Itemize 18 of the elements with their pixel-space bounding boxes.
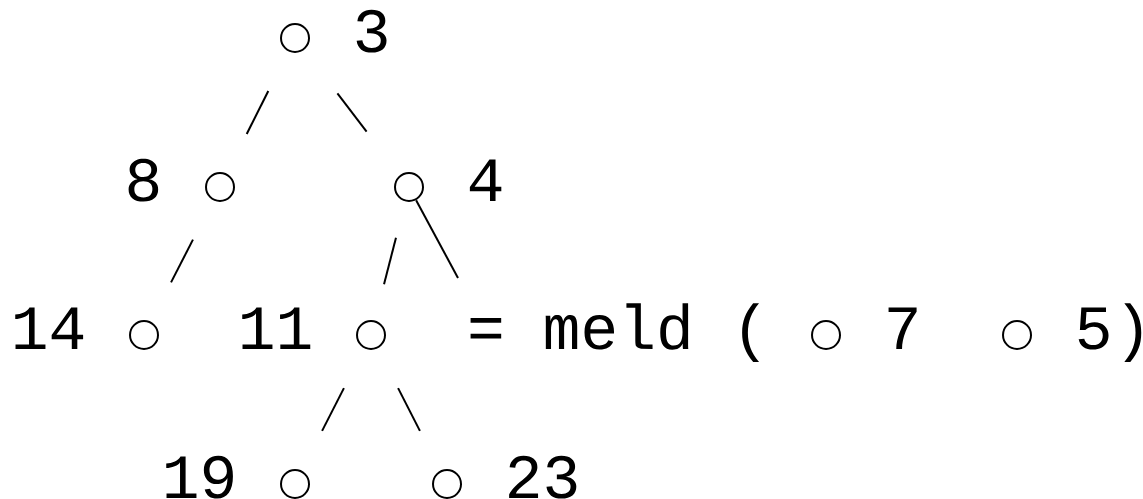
tree-branch: [170, 238, 194, 284]
node-label: 3: [356, 9, 387, 53]
node-label: 19: [166, 455, 233, 499]
node-label: 8: [128, 158, 159, 202]
node-label: 5: [1078, 307, 1109, 350]
tree-branch: [415, 199, 459, 279]
tree-branch: [321, 387, 345, 432]
node-label: 23: [509, 455, 577, 499]
node-label: 14: [15, 307, 84, 349]
expression-text: ): [1124, 303, 1142, 363]
tree-branch: [397, 387, 421, 432]
node-label: 11: [242, 307, 311, 349]
tree-branch: [336, 92, 368, 133]
tree-branch: [245, 90, 270, 135]
node-label: 4: [469, 159, 502, 201]
tree-branch: [383, 236, 397, 286]
node-label: 7: [888, 307, 917, 349]
expression-text: = meld (: [470, 303, 759, 363]
